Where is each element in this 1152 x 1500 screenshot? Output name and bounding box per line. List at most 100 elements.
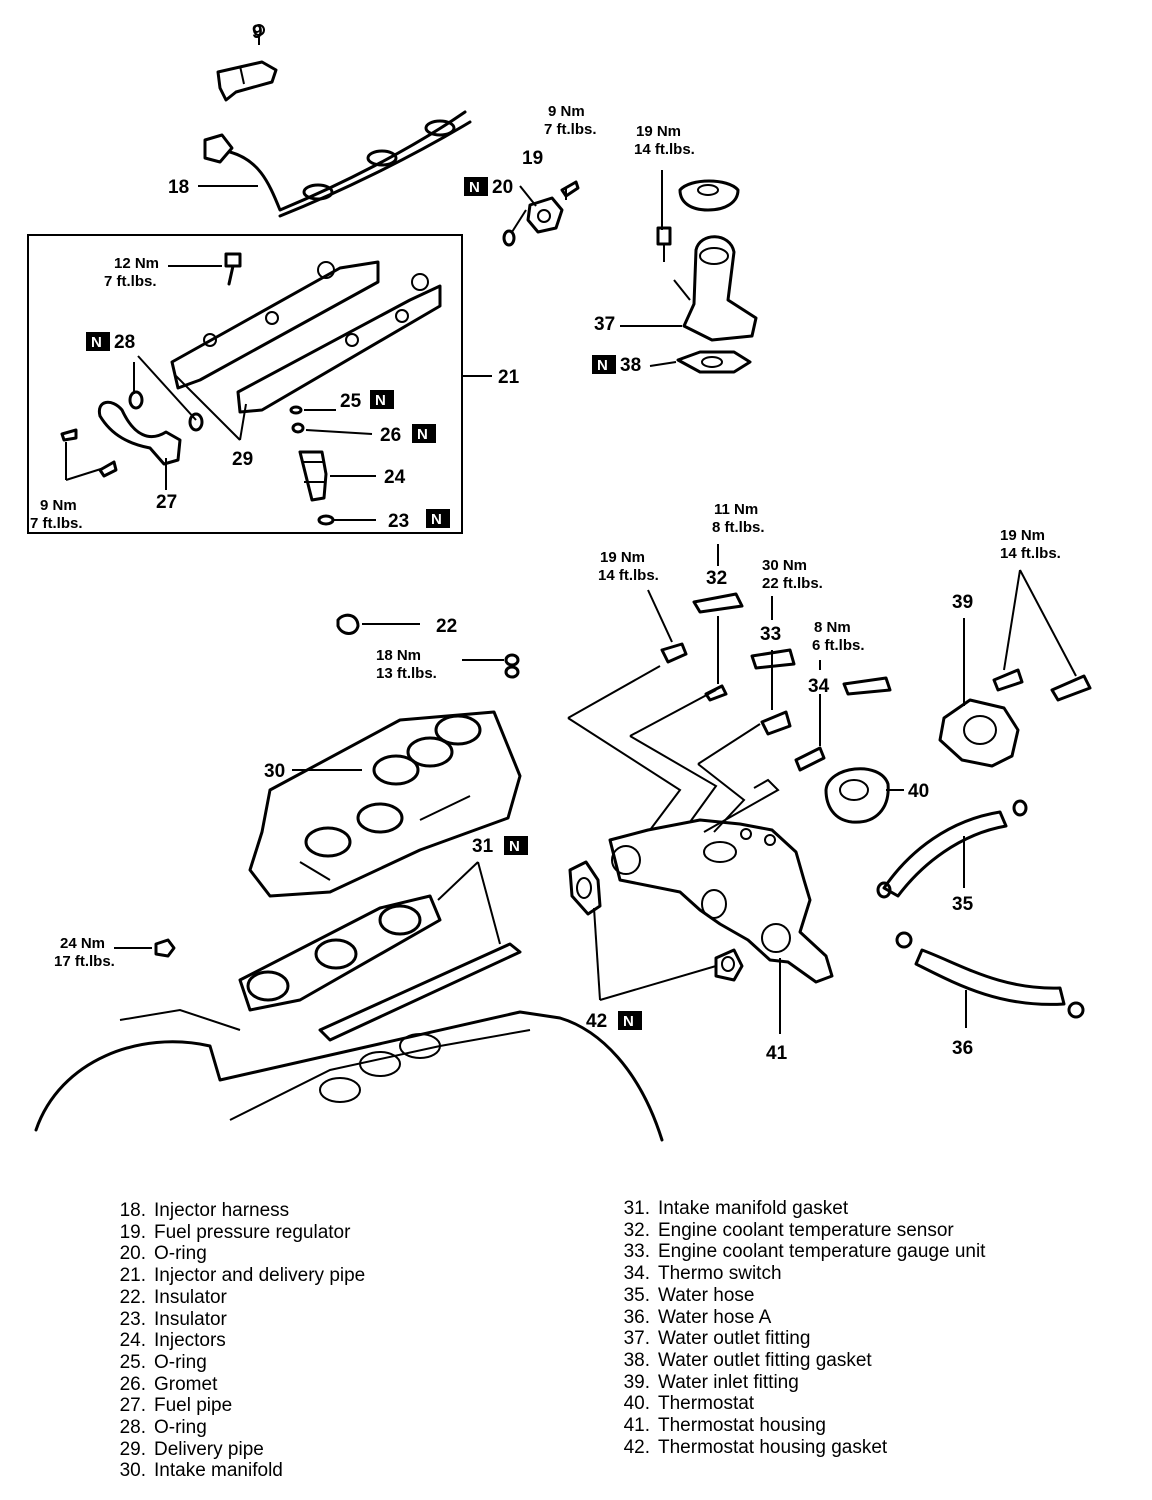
legend-right: 31.Intake manifold gasket 32.Engine cool… xyxy=(612,1198,986,1458)
part-18-injector-harness xyxy=(203,110,472,218)
part-34-thermo-switch xyxy=(794,676,892,772)
torque-delivery-nm: 12 Nm xyxy=(114,255,159,272)
torque-34-ft: 6 ft.lbs. xyxy=(812,637,865,654)
callout-19: 19 xyxy=(522,148,543,169)
torque-fuelpipe-ft: 7 ft.lbs. xyxy=(30,515,83,532)
svg-text:N: N xyxy=(417,426,428,443)
part-26-gromet xyxy=(291,422,305,434)
legend-item: 26.Gromet xyxy=(119,1373,218,1395)
legend-item: 27.Fuel pipe xyxy=(119,1395,233,1417)
part-9-bolt xyxy=(253,24,265,45)
torque-insulator-nm: 18 Nm xyxy=(376,647,421,664)
new-part-marker-23 xyxy=(426,509,450,528)
insulator-nut xyxy=(504,653,520,679)
legend-item: 34.Thermo switch xyxy=(623,1263,782,1285)
torque-manifold-nm: 24 Nm xyxy=(60,935,105,952)
water-outlet-bolt xyxy=(656,226,672,262)
torque-delivery-ft: 7 ft.lbs. xyxy=(104,273,157,290)
callout-34: 34 xyxy=(808,676,830,697)
callout-18: 18 xyxy=(168,177,189,198)
part-27-fuel-pipe xyxy=(97,400,182,466)
water-outlet-cap xyxy=(678,179,740,212)
callout-27: 27 xyxy=(156,492,177,513)
part-22-insulator xyxy=(336,613,360,635)
part-38-water-outlet-gasket xyxy=(676,350,752,374)
torque-insulator-ft: 13 ft.lbs. xyxy=(376,665,437,682)
callout-28: 28 xyxy=(114,332,135,353)
legend-left: 18.Injector harness 19.Fuel pressure reg… xyxy=(108,1200,366,1482)
new-part-marker-26 xyxy=(412,424,436,443)
legend-item: 22.Insulator xyxy=(119,1286,227,1308)
torque-specs: 9 Nm 7 ft.lbs. 19 Nm 14 ft.lbs. 12 Nm 7 … xyxy=(30,103,1061,970)
part-19-fuel-pressure-regulator xyxy=(526,196,564,234)
callout-37: 37 xyxy=(594,314,615,335)
legend-item: 21.Injector and delivery pipe xyxy=(119,1265,366,1287)
legend-item: 19.Fuel pressure regulator xyxy=(119,1221,351,1243)
part-31-intake-manifold-gasket xyxy=(238,894,522,1042)
regulator-bolt xyxy=(560,180,580,198)
legend-item: 41.Thermostat housing xyxy=(623,1415,826,1437)
svg-text:N: N xyxy=(623,1013,634,1030)
legend-item: 25.O-ring xyxy=(119,1351,207,1373)
legend-item: 28.O-ring xyxy=(119,1417,207,1439)
legend-item: 36.Water hose A xyxy=(623,1306,772,1328)
callout-22: 22 xyxy=(436,616,457,637)
fuel-pipe-bolts xyxy=(60,428,118,478)
legend-item: 30.Intake manifold xyxy=(119,1460,283,1482)
callout-30: 30 xyxy=(264,761,285,782)
part-33-gauge-unit xyxy=(750,648,796,736)
new-part-marker-31 xyxy=(504,836,528,855)
legend-item: 31.Intake manifold gasket xyxy=(623,1198,849,1219)
legend-item: 24.Injectors xyxy=(119,1330,226,1352)
manifold-nut xyxy=(154,938,176,958)
part-37-water-outlet-fitting xyxy=(673,235,758,342)
exploded-parts-diagram: 9 18 19 N 20 21 22 23 N 24 25 N 26 N 27 … xyxy=(27,22,1092,1142)
part-35-water-hose xyxy=(876,799,1028,899)
torque-outlet-nm: 19 Nm xyxy=(636,123,681,140)
new-part-marker-38 xyxy=(592,355,616,374)
callout-31: 31 xyxy=(472,836,494,857)
svg-text:N: N xyxy=(91,334,102,351)
svg-text:N: N xyxy=(509,838,520,855)
part-36-water-hose-a xyxy=(895,931,1085,1019)
legend-item: 38.Water outlet fitting gasket xyxy=(623,1349,872,1371)
callout-40: 40 xyxy=(908,781,929,802)
legend-item: 23.Insulator xyxy=(119,1308,227,1330)
callout-42: 42 xyxy=(586,1011,607,1032)
torque-housing-ft: 14 ft.lbs. xyxy=(598,567,659,584)
callout-25: 25 xyxy=(340,391,362,412)
part-29-delivery-pipe xyxy=(170,260,442,414)
callout-26: 26 xyxy=(380,425,401,446)
legend-item: 32.Engine coolant temperature sensor xyxy=(623,1219,954,1241)
legend-item: 18.Injector harness xyxy=(119,1200,290,1221)
torque-housing-nm: 19 Nm xyxy=(600,549,645,566)
engine-block xyxy=(34,1008,664,1142)
torque-fuelpipe-nm: 9 Nm xyxy=(40,497,77,514)
torque-outlet-ft: 14 ft.lbs. xyxy=(634,141,695,158)
legend-item: 40.Thermostat xyxy=(623,1393,755,1415)
part-21-assembly-box xyxy=(27,234,463,534)
torque-34-nm: 8 Nm xyxy=(814,619,851,636)
callout-23: 23 xyxy=(388,511,409,532)
callout-38: 38 xyxy=(620,355,641,376)
part-42-thermostat-housing-gaskets xyxy=(568,860,744,982)
torque-manifold-ft: 17 ft.lbs. xyxy=(54,953,115,970)
part-23-insulator xyxy=(317,514,335,526)
torque-32-nm: 11 Nm xyxy=(714,501,758,518)
part-32-sensor-fitting xyxy=(692,592,744,702)
callout-39: 39 xyxy=(952,592,973,613)
inlet-bolts xyxy=(992,668,1092,702)
part-24-injector xyxy=(298,450,328,502)
callout-33: 33 xyxy=(760,624,781,645)
new-part-marker-28 xyxy=(86,332,110,351)
svg-text:N: N xyxy=(431,511,442,528)
part-39-water-inlet-fitting xyxy=(938,698,1020,768)
torque-32-ft: 8 ft.lbs. xyxy=(712,519,765,536)
callout-41: 41 xyxy=(766,1043,788,1064)
legend-item: 42.Thermostat housing gasket xyxy=(623,1436,888,1458)
torque-inlet-nm: 19 Nm xyxy=(1000,527,1045,544)
legend-item: 33.Engine coolant temperature gauge unit xyxy=(623,1241,986,1263)
callout-32: 32 xyxy=(706,568,727,589)
part-20-o-ring xyxy=(502,229,516,247)
svg-text:N: N xyxy=(375,392,386,409)
